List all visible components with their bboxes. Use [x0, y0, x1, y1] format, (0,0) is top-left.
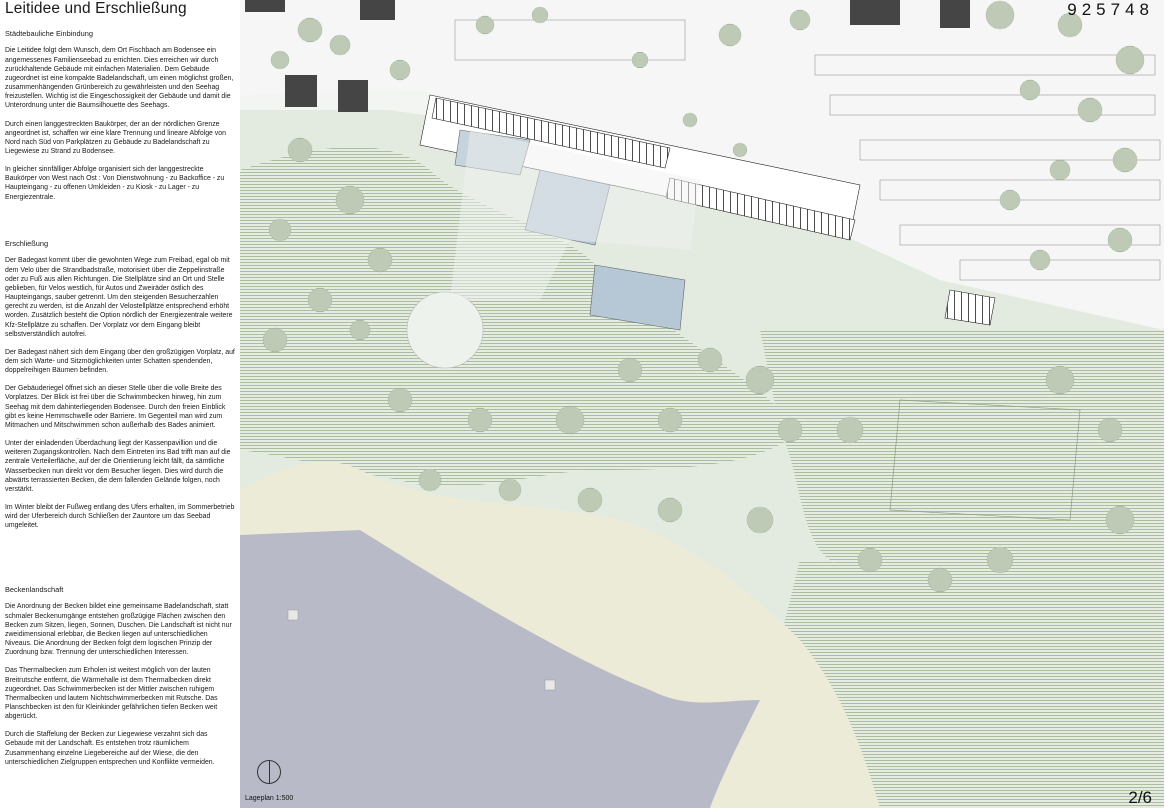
pier-marker: [287, 609, 299, 621]
text-column: Leitidee und Erschließung Städtebauliche…: [0, 0, 240, 808]
play-circle: [406, 291, 484, 369]
page-number: 2/6: [1128, 788, 1152, 807]
meadow-hatch: [240, 146, 800, 487]
meadow-hatch-east: [760, 330, 1164, 700]
site-plan: 925748 Lageplan 1:500 2/6: [240, 0, 1164, 808]
paragraph: Im Winter bleibt der Fußweg entlang des …: [5, 504, 235, 530]
neighbour-buildings: [245, 0, 970, 112]
trees: [262, 0, 1145, 593]
paragraph: Der Badegast nähert sich dem Eingang übe…: [5, 348, 235, 375]
paragraph: Die Leitidee folgt dem Wunsch, dem Ort F…: [5, 47, 234, 110]
page-title: Leitidee und Erschließung: [5, 0, 187, 17]
paragraph: Durch die Staffelung der Becken zur Lieg…: [5, 731, 215, 766]
paragraph: Der Gebäuderiegel öffnet sich an dieser …: [5, 385, 226, 429]
paragraph: Unter der einladenden Überdachung liegt …: [5, 440, 231, 493]
lake: [240, 530, 760, 808]
section-beckenlandschaft: Beckenlandschaft Die Anordnung der Becke…: [5, 585, 235, 767]
paragraph: In gleicher sinnfälliger Abfolge organis…: [5, 166, 225, 201]
paragraph: Der Badegast kommt über die gewohnten We…: [5, 257, 233, 338]
section-staedtebau: Städtebauliche Einbindung Die Leitidee f…: [5, 29, 235, 202]
section-heading: Städtebauliche Einbindung: [5, 29, 93, 38]
section-erschliessung: Erschließung Der Badegast kommt über die…: [5, 239, 235, 530]
pool-terrace: [450, 130, 700, 300]
pier-marker: [544, 679, 556, 691]
section-heading: Erschließung: [5, 239, 49, 248]
north-arrow-icon: [257, 760, 281, 784]
meadow-hatch-south: [780, 560, 1164, 808]
paragraph: Die Anordnung der Becken bildet eine gem…: [5, 603, 232, 657]
paragraph: Durch einen langgestreckten Baukörper, d…: [5, 120, 226, 155]
project-code: 925748: [1067, 0, 1154, 19]
plan-caption: Lageplan 1:500: [245, 795, 294, 802]
site-plan-drawing: [240, 0, 1164, 808]
main-building: [419, 94, 996, 326]
paragraph: Das Thermalbecken zum Erholen ist weites…: [5, 667, 218, 721]
sports-field: [889, 399, 1081, 521]
section-heading: Beckenlandschaft: [5, 585, 64, 594]
car-parks: [454, 19, 1161, 281]
